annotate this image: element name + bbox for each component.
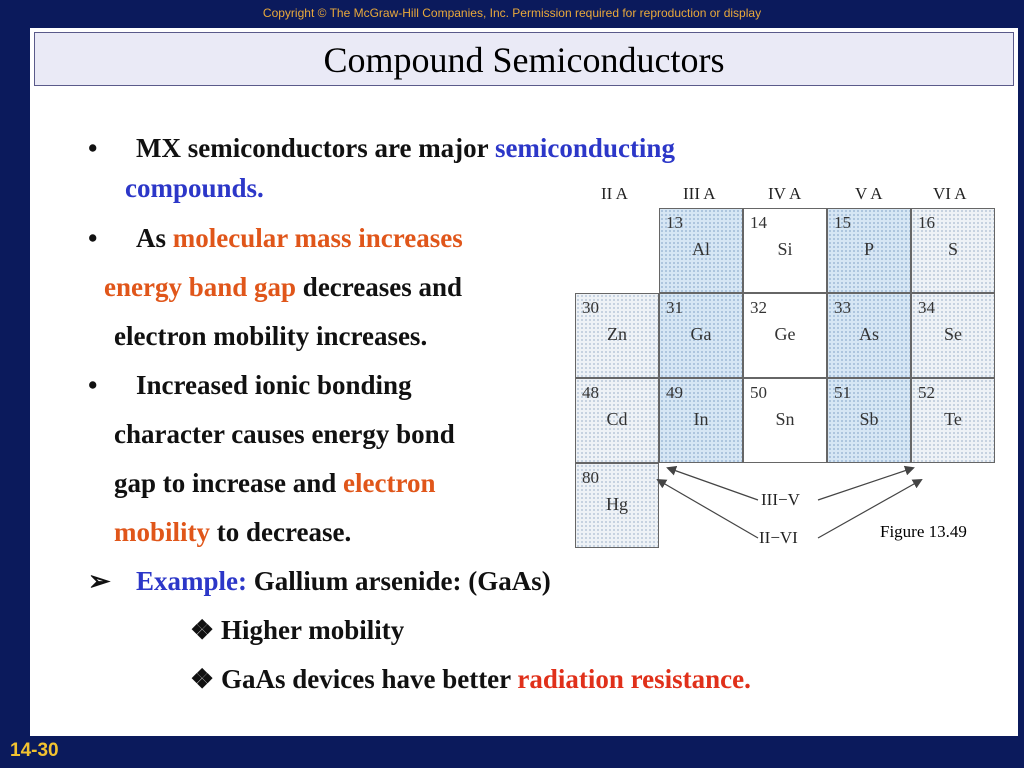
bullet-1-text: MX semiconductors are major [136,133,495,163]
element-cell: 30 Zn [575,293,659,378]
atomic-number: 52 [918,383,935,402]
arrow-to-iii [666,465,759,501]
element-cell: 13 Al [659,208,743,293]
element-symbol: As [858,324,879,344]
element-symbol: Ge [774,324,796,344]
atomic-number: 15 [834,213,851,232]
sub-bullet-1: ❖ Higher mobility [190,614,404,646]
page-number: 14-30 [10,740,59,761]
periodic-table-figure: II A III A IV A V A VI A 13 Al 14 Si 15 … [573,180,1003,560]
element-symbol: Se [944,324,962,344]
atomic-number: 49 [666,383,683,402]
element-cell: 15 P [827,208,911,293]
atomic-number: 30 [582,298,599,317]
element-cell: 49 In [659,378,743,463]
title-box: Compound Semiconductors [34,32,1014,86]
bullet-3-line-3: gap to increase and electron [114,467,435,499]
element-symbol: S [947,239,958,259]
bullet-1-highlight: semiconducting [494,133,675,163]
sub-bullet-2-text: GaAs devices have better [214,664,518,694]
bullet-3-line-4-text: to decrease. [210,517,352,547]
element-symbol: Si [777,239,793,259]
bullet-1-line-1: • MX semiconductors are major semiconduct… [88,132,675,164]
atomic-number: 48 [582,383,599,402]
element-symbol: Cd [606,409,628,429]
element-symbol: In [693,409,709,429]
element-cell: 14 Si [743,208,827,293]
element-cell: 31 Ga [659,293,743,378]
figure-caption: Figure 13.49 [880,522,967,541]
bullet-marker: • [88,223,98,253]
element-symbol: Sb [859,409,879,429]
element-cell: 33 As [827,293,911,378]
sub-bullet-2: ❖ GaAs devices have better radiation res… [190,663,751,695]
atomic-number: 31 [666,298,683,317]
bullet-2-highlight: molecular mass increases [172,223,463,253]
arrow-bullet-icon: ➢ [88,566,111,596]
element-cell: 51 Sb [827,378,911,463]
bullet-marker: • [88,133,98,163]
atomic-number: 51 [834,383,851,402]
atomic-number: 34 [918,298,935,317]
bullet-2-line-2: energy band gap decreases and [104,271,462,303]
diamond-bullet-icon: ❖ [190,615,215,645]
atomic-number: 16 [918,213,935,232]
group-label: II A [601,184,628,203]
bullet-3-line-2: character causes energy bond [114,419,455,449]
element-symbol: Hg [606,494,628,514]
bullet-3-line-3-text: gap to increase and [114,468,344,498]
bullet-2-line-1: • As molecular mass increases [88,222,463,254]
group-label: VI A [933,184,967,203]
element-cell: 34 Se [911,293,995,378]
group-label: IV A [768,184,802,203]
example-line: ➢ Example: Gallium arsenide: (GaAs) [88,565,551,597]
arrow-to-vi [817,479,923,539]
element-cell: 16 S [911,208,995,293]
arrows-diagram [656,465,923,539]
diamond-bullet-icon: ❖ [190,664,215,694]
atomic-number: 50 [750,383,767,402]
group-label: III A [683,184,716,203]
arrow-to-v [817,465,915,501]
bullet-3-line-4-highlight: mobility [114,517,211,547]
bullet-2-line-2-highlight: energy band gap [104,272,297,302]
bullet-2-line-3: electron mobility increases. [114,321,428,351]
element-symbol: Sn [775,409,795,429]
group-label: V A [855,184,883,203]
element-cell: 52 Te [911,378,995,463]
atomic-number: 14 [750,213,767,232]
example-label: Example: [136,566,247,596]
element-symbol: Zn [607,324,627,344]
atomic-number: 13 [666,213,683,232]
bullet-marker: • [88,370,98,400]
element-symbol: Te [944,409,962,429]
bullet-2-text: As [136,223,173,253]
ii-vi-label: II−VI [759,528,798,547]
bullet-3-line-3-highlight: electron [343,468,436,498]
page-title: Compound Semiconductors [323,40,725,80]
atomic-number: 80 [582,468,599,487]
bullet-3-text: Increased ionic bonding [136,370,412,400]
element-symbol: Ga [690,324,712,344]
element-cell: 50 Sn [743,378,827,463]
element-symbol: P [863,239,874,259]
arrow-to-ii [656,478,759,539]
iii-v-label: III−V [761,490,800,509]
bullet-3-line-4: mobility to decrease. [114,516,351,548]
copyright-notice: Copyright © The McGraw-Hill Companies, I… [262,6,762,20]
atomic-number: 32 [750,298,767,317]
bullet-3-line-1: • Increased ionic bonding [88,369,412,401]
element-cell: 80 Hg [575,463,659,548]
element-symbol: Al [692,239,710,259]
bullet-2-line-2-text: decreases and [296,272,463,302]
element-cell: 32 Ge [743,293,827,378]
element-cell: 48 Cd [575,378,659,463]
sub-bullet-1-text: Higher mobility [214,615,405,645]
example-text: Gallium arsenide: (GaAs) [247,566,551,596]
bullet-1-line-2: compounds. [125,173,264,203]
atomic-number: 33 [834,298,851,317]
sub-bullet-2-highlight: radiation resistance. [517,664,751,694]
